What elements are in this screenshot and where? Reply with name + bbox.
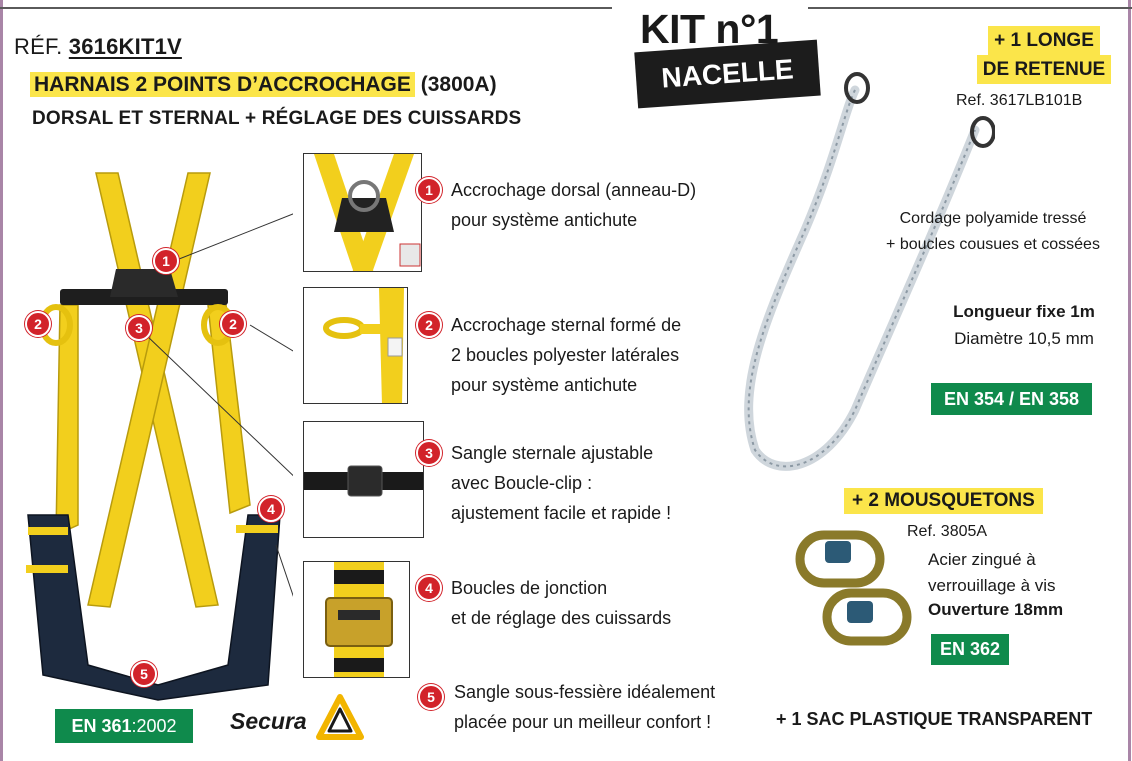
product-title-text: HARNAIS 2 POINTS D’ACCROCHAGE [30, 72, 415, 97]
marker-4-harness: 4 [258, 496, 284, 522]
thumbnail-leg-buckle [303, 561, 410, 678]
longe-norm-badge: EN 354 / EN 358 [931, 383, 1092, 415]
sternal-loops-image [323, 288, 404, 403]
plastic-bag-note: + 1 SAC PLASTIQUE TRANSPARENT [776, 709, 1093, 729]
leader-line-4 [275, 544, 293, 597]
mousquetons-title: + 2 MOUSQUETONS [844, 488, 1043, 514]
lanyard-thimble-right [970, 116, 995, 148]
product-title-ref: (3800A) [420, 73, 497, 96]
harness-buckle-right [236, 525, 278, 533]
longe-title-line2: DE RETENUE [976, 55, 1112, 84]
ref-label: RÉF. [14, 34, 63, 59]
carabiner-1 [795, 530, 885, 588]
mousquetons-opening: Ouverture 18mm [928, 600, 1064, 619]
carabiner-2-lock [847, 601, 873, 623]
right-frame-border [1128, 0, 1131, 761]
mousquetons-ref: Ref. 3805A [907, 523, 988, 540]
longe-diameter: Diamètre 10,5 mm [954, 329, 1094, 348]
thumbnail-sternal-loops [303, 287, 408, 404]
thumbnail-chest-buckle [303, 421, 424, 538]
harness-norm-badge: EN 361:2002 [55, 709, 193, 743]
leader-line-2 [249, 324, 293, 352]
carabiners-illustration [795, 530, 912, 646]
longe-length: Longueur fixe 1m [953, 302, 1095, 321]
longe-specs: Longueur fixe 1m Diamètre 10,5 mm [940, 298, 1108, 352]
thumbnail-dorsal-ring [303, 153, 422, 272]
leg-buckle-image [325, 562, 393, 677]
harness-norm-bold: EN 361 [71, 715, 132, 736]
harness-buckle-left [28, 527, 68, 535]
top-rule-right [808, 7, 1132, 9]
harness-dorsal-pad [110, 269, 178, 297]
left-frame-border [0, 0, 3, 761]
product-title: HARNAIS 2 POINTS D’ACCROCHAGE (3800A) [30, 72, 497, 97]
harness-illustration [26, 172, 293, 701]
brand-logo-text: Secura [230, 708, 307, 734]
secura-logo-icon [316, 694, 364, 740]
carabiner-2 [822, 588, 912, 646]
carabiner-1-lock [825, 541, 851, 563]
longe-title: + 1 LONGE DE RETENUE [968, 26, 1120, 84]
harness-buckle-left-2 [26, 565, 68, 573]
longe-description: Cordage polyamide tressé+ boucles cousue… [886, 210, 1100, 253]
harness-norm-year: :2002 [131, 715, 177, 736]
leader-line-3 [145, 334, 293, 477]
lanyard-illustration [744, 72, 995, 471]
mousquetons-norm-badge: EN 362 [931, 634, 1009, 665]
marker-4: 4 [416, 575, 442, 601]
marker-1-harness: 1 [153, 248, 179, 274]
marker-2: 2 [416, 312, 442, 338]
marker-2-harness-left: 2 [25, 311, 51, 337]
reference: RÉF. 3616KIT1V [14, 34, 182, 60]
lanyard-thimble-left [844, 72, 870, 104]
marker-1: 1 [416, 177, 442, 203]
marker-3-harness: 3 [126, 315, 152, 341]
marker-2-harness-right: 2 [220, 311, 246, 337]
ref-code: 3616KIT1V [68, 34, 182, 59]
marker-5-harness: 5 [131, 661, 157, 687]
longe-title-line1: + 1 LONGE [988, 26, 1100, 55]
leader-line-1 [173, 213, 293, 262]
dorsal-ring-image [314, 154, 421, 271]
marker-3: 3 [416, 440, 442, 466]
chest-buckle-image [304, 465, 423, 497]
longe-ref: Ref. 3617LB101B [956, 92, 1083, 109]
feature-1-text: Accrochage dorsal (anneau-D)pour système… [451, 180, 697, 230]
top-rule-left [0, 7, 612, 9]
marker-5: 5 [418, 684, 444, 710]
product-subtitle: DORSAL ET STERNAL + RÉGLAGE DES CUISSARD… [32, 108, 522, 129]
harness-strap-left [87, 172, 211, 608]
